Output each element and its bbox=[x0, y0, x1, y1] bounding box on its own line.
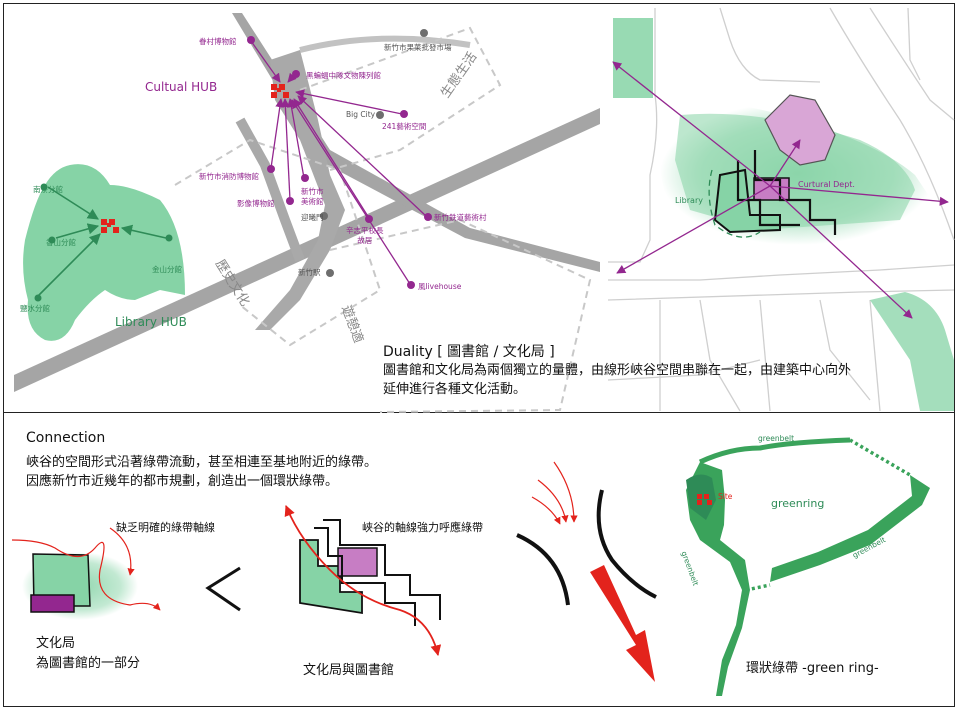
branch-label: 鹽水分館 bbox=[20, 304, 50, 313]
grey-poi-label: 迎曦門 bbox=[301, 213, 324, 222]
duality-title: Duality [ 圖書館 / 文化局 ] bbox=[383, 341, 559, 361]
diagram-lacking-axis bbox=[11, 527, 161, 620]
cultural-hub-label: Cultual HUB bbox=[145, 80, 218, 94]
left-caption-1: 文化局 bbox=[36, 636, 76, 651]
duality-line-1: 圖書館和文化局為兩個獨立的量體，由線形峽谷空間串聯在一起，由建築中心向外 bbox=[383, 363, 852, 378]
site-map bbox=[607, 7, 955, 412]
branch-label: 香山分館 bbox=[46, 238, 76, 247]
library-branch-dots bbox=[34, 183, 173, 302]
connection-title: Connection bbox=[26, 430, 106, 446]
zone-outlines bbox=[174, 26, 592, 413]
poi-label: 風livehouse bbox=[418, 282, 462, 291]
ring-caption: 環狀綠帶 -green ring- bbox=[746, 661, 879, 676]
diagram-convergence bbox=[516, 461, 657, 682]
duality-line-2: 延伸進行各種文化活動。 bbox=[383, 382, 527, 397]
library-arrows bbox=[37, 186, 167, 297]
canyon-building bbox=[708, 150, 837, 238]
cultural-hub-mark bbox=[271, 84, 289, 98]
dept-arrows bbox=[612, 61, 949, 319]
road-network bbox=[14, 13, 600, 392]
dept-label: Curtural Dept. bbox=[798, 180, 855, 189]
poi-label: 新竹市 美術館 bbox=[301, 187, 324, 206]
frame-border bbox=[3, 3, 955, 707]
left-caption-2: 為圖書館的一部分 bbox=[36, 656, 141, 671]
section-divider bbox=[3, 412, 955, 413]
library-hub-label: Library HUB bbox=[115, 315, 187, 329]
poi-label: 眷村博物館 bbox=[199, 37, 237, 46]
comparison-chevron bbox=[205, 566, 241, 612]
grey-poi-label: Big City bbox=[346, 110, 376, 119]
poi-label: 新竹市消防博物館 bbox=[199, 172, 259, 181]
diagram-canyon-axis bbox=[284, 505, 442, 657]
poi-label: 241藝術空間 bbox=[382, 122, 427, 131]
greenring-label: greenring bbox=[771, 497, 825, 510]
library-hub-mark bbox=[101, 219, 119, 233]
greenbelt-label-top: greenbelt bbox=[758, 434, 795, 443]
grey-poi-label: 新竹市果菜批發市場 bbox=[384, 43, 452, 52]
connection-line-2: 因應新竹市近幾年的都市規劃，創造出一個環狀綠帶。 bbox=[26, 474, 339, 489]
library-area bbox=[23, 164, 186, 341]
grey-poi-label: 新竹駅 bbox=[298, 268, 321, 277]
left-note: 缺乏明確的綠帶軸線 bbox=[116, 521, 215, 534]
green-ring-map bbox=[686, 437, 930, 696]
connection-line-1: 峽谷的空間形式沿著綠帶流動，甚至相連至基地附近的綠帶。 bbox=[26, 455, 378, 470]
cultural-dots bbox=[247, 36, 432, 289]
poi-label: 新竹鉄道藝術村 bbox=[434, 213, 487, 222]
poi-label: 影像博物館 bbox=[237, 199, 275, 208]
library-label: Library bbox=[675, 196, 703, 205]
poi-label: 辛志平校長 故居 bbox=[346, 226, 384, 245]
middle-note: 峽谷的軸線強力呼應綠帶 bbox=[362, 521, 483, 534]
middle-caption: 文化局與圖書館 bbox=[303, 663, 395, 678]
site-label: Site bbox=[718, 492, 733, 501]
grey-dots bbox=[320, 29, 428, 277]
branch-label: 南寮分館 bbox=[33, 185, 63, 194]
poi-label: 黑蝙蝠中隊文物陳列館 bbox=[306, 71, 381, 80]
branch-label: 金山分館 bbox=[152, 265, 182, 274]
